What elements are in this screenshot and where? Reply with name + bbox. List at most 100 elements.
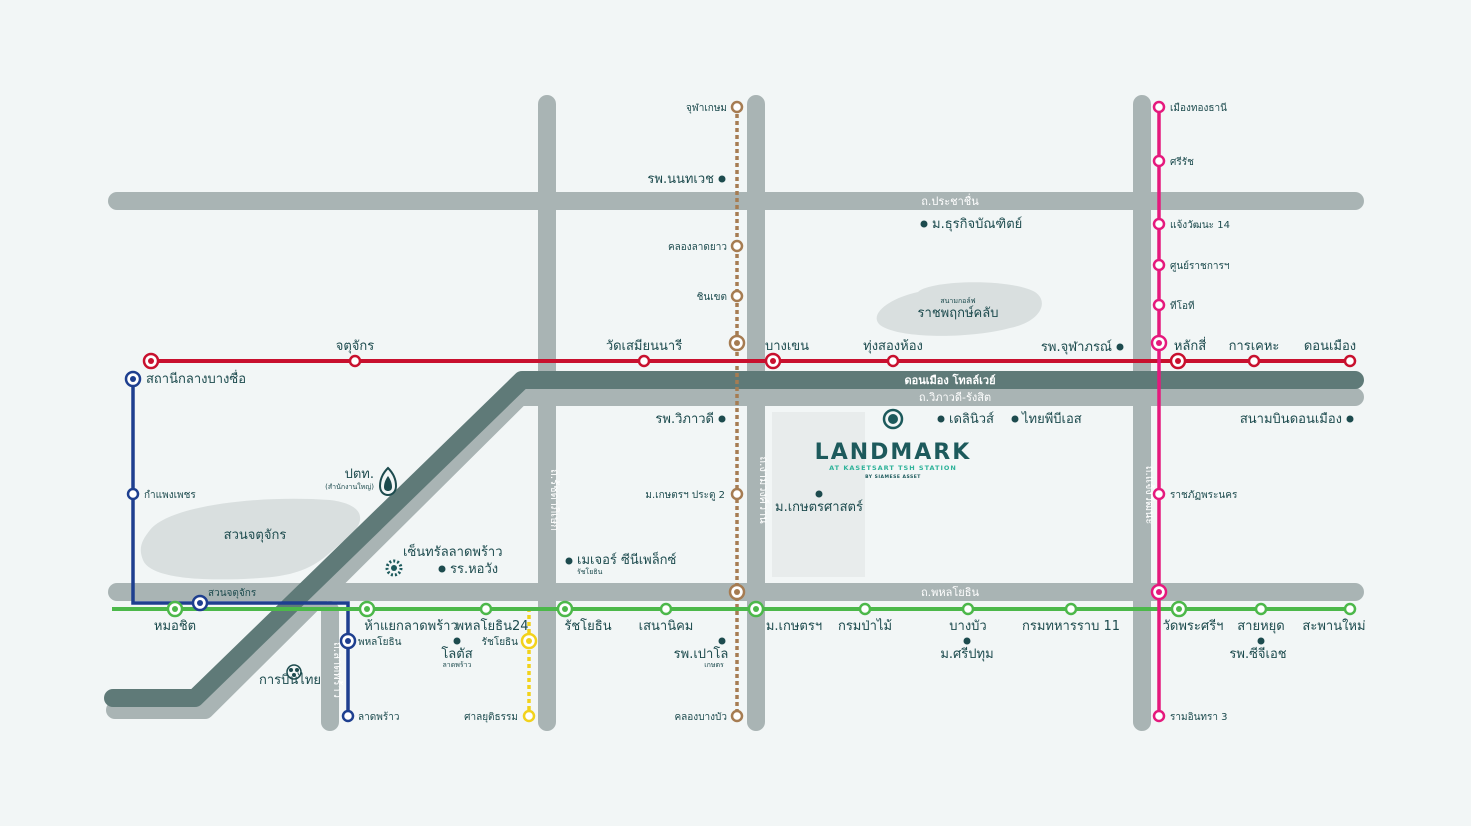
red-line-stations bbox=[142, 352, 1357, 370]
green-station bbox=[364, 606, 370, 612]
poi-dot bbox=[718, 175, 726, 183]
station-label-saphan-mai: สะพานใหม่ bbox=[1302, 618, 1365, 634]
red-station bbox=[1247, 354, 1261, 368]
pink-station bbox=[1152, 258, 1166, 272]
poi-dot bbox=[1011, 415, 1019, 423]
poi-dot bbox=[920, 220, 928, 228]
poi-dot bbox=[1257, 637, 1265, 645]
blue-line-stations bbox=[124, 370, 357, 723]
station-label-kasetsart-u: ม.เกษตรฯ bbox=[766, 619, 822, 634]
poi-major-sub: รัชโยธิน bbox=[577, 567, 603, 576]
poi-ptt-sub: (สำนักงานใหญ่) bbox=[325, 482, 374, 491]
pink-line-stations bbox=[1150, 100, 1168, 723]
poi-dot bbox=[937, 415, 945, 423]
station-label-sai-yud: สายหยุด bbox=[1237, 619, 1284, 634]
pink-station bbox=[1152, 217, 1166, 231]
thai-airways-icon bbox=[286, 664, 302, 680]
station-label-thung-song-hong: ทุ่งสองห้อง bbox=[863, 339, 923, 354]
station-label-khlong-lat-yao: คลองลาดยาว bbox=[668, 242, 727, 253]
station-label-phahon-yothin-24: พหลโยธิน24 bbox=[455, 618, 528, 634]
station-label-bang-khen: บางเขน bbox=[765, 339, 809, 354]
station-label-kan-kheha: การเคหะ bbox=[1229, 339, 1280, 354]
poi-chulabhorn: รพ.จุฬาภรณ์ bbox=[1041, 339, 1112, 355]
poi-dot bbox=[1116, 343, 1124, 351]
station-label-lak-si: หลักสี่ bbox=[1174, 337, 1206, 354]
poi-dot bbox=[438, 565, 446, 573]
green-station bbox=[1254, 602, 1268, 616]
poi-lotus: โลตัส bbox=[441, 646, 472, 662]
station-label-kamphaeng-phet: กำแพงเพชร bbox=[144, 490, 196, 501]
brown-line-stations bbox=[728, 100, 746, 723]
station-label-royal-forest: กรมป่าไม้ bbox=[838, 618, 892, 634]
green-line-stations bbox=[166, 600, 1357, 618]
poi-ptt: ปตท. bbox=[345, 467, 374, 482]
red-station bbox=[770, 358, 776, 364]
poi-cgh: รพ.ซีจีเอช bbox=[1229, 646, 1286, 662]
station-label-lat-phrao-blue: ลาดพร้าว bbox=[358, 711, 399, 723]
green-station bbox=[172, 606, 178, 612]
poi-dot bbox=[963, 637, 971, 645]
green-station bbox=[479, 602, 493, 616]
roads bbox=[106, 95, 1364, 731]
poi-major: เมเจอร์ ซีนีเพล็กซ์ bbox=[577, 550, 677, 568]
road-label-phahonyothin: ถ.พหลโยธิน bbox=[921, 585, 979, 599]
landmark-location-marker bbox=[882, 408, 904, 430]
brown-station bbox=[730, 100, 744, 114]
station-label-wat-phra-sri: วัดพระศรีฯ bbox=[1163, 618, 1224, 634]
brown-station bbox=[730, 239, 744, 253]
poi-dot bbox=[1346, 415, 1354, 423]
brown-station bbox=[734, 340, 740, 346]
don-mueang-tollway bbox=[104, 371, 1364, 707]
station-label-bang-bua: บางบัว bbox=[949, 619, 986, 634]
station-label-chaeng-watthana-14: แจ้งวัฒนะ 14 bbox=[1170, 219, 1230, 231]
station-label-chatuchak: จตุจักร bbox=[336, 339, 375, 354]
green-station bbox=[753, 606, 759, 612]
station-label-government-complex: ศูนย์ราชการฯ bbox=[1170, 260, 1229, 272]
poi-golf-small: สนามกอล์ฟ bbox=[940, 297, 975, 305]
poi-dot bbox=[718, 637, 726, 645]
landmark-title: LANDMARK bbox=[815, 440, 972, 465]
poi-kasetsart: ม.เกษตรศาสตร์ bbox=[775, 499, 863, 515]
central-logo-icon bbox=[385, 559, 403, 577]
green-station bbox=[562, 606, 568, 612]
chatuchak-park-area bbox=[140, 498, 361, 580]
station-label-chin-khet: ชินเขต bbox=[697, 292, 727, 303]
pink-station bbox=[1152, 154, 1166, 168]
station-label-sena-nikhom: เสนานิคม bbox=[639, 619, 694, 634]
pink-station bbox=[1152, 487, 1166, 501]
poi-delinews: เดลินิวส์ bbox=[949, 411, 994, 427]
poi-horwang: รร.หอวัง bbox=[450, 562, 498, 577]
poi-dot bbox=[453, 637, 461, 645]
blue-station bbox=[130, 376, 136, 382]
red-station bbox=[1343, 354, 1357, 368]
red-station bbox=[1175, 358, 1181, 364]
brown-station bbox=[730, 709, 744, 723]
poi-dot bbox=[718, 415, 726, 423]
landmark-subtitle: AT KASETSART TSH STATION bbox=[829, 464, 957, 472]
station-label-bang-sue: สถานีกลางบางซื่อ bbox=[146, 370, 246, 387]
poi-paolo: รพ.เปาโล bbox=[674, 646, 729, 662]
poi-dot bbox=[565, 557, 573, 565]
brown-station bbox=[734, 589, 740, 595]
poi-central-ladprao: เซ็นทรัลลาดพร้าว bbox=[403, 542, 503, 560]
poi-golf-name: ราชพฤกษ์คลับ bbox=[918, 305, 999, 321]
green-station bbox=[659, 602, 673, 616]
poi-vibhavadi-hospital: รพ.วิภาวดี bbox=[655, 411, 714, 427]
station-label-mo-chit: หมอชิต bbox=[154, 619, 196, 634]
poi-dpu: ม.ธุรกิจบัณฑิตย์ bbox=[932, 216, 1022, 232]
vibhavadi-diagonal bbox=[106, 383, 534, 719]
station-label-don-mueang: ดอนเมือง bbox=[1304, 338, 1356, 354]
brown-station bbox=[730, 487, 744, 501]
pink-station bbox=[1156, 589, 1162, 595]
road-label-ngamwongwan: ถ.งามวงศ์วาน bbox=[757, 456, 770, 524]
station-label-ratchayothin: รัชโยธิน bbox=[564, 618, 611, 634]
road-label-vibhavadi: ถ.วิภาวดี-รังสิต bbox=[919, 391, 991, 404]
yellow-station bbox=[526, 638, 532, 644]
station-label-ku-gate-2: ม.เกษตรฯ ประตู 2 bbox=[645, 490, 725, 501]
poi-lotus-sub: ลาดพร้าว bbox=[442, 661, 471, 669]
station-label-si-rat: ศรีรัช bbox=[1170, 156, 1194, 168]
poi-chatuchak-park: สวนจตุจักร bbox=[224, 528, 287, 543]
station-label-tot: ทีโอที bbox=[1170, 299, 1195, 312]
